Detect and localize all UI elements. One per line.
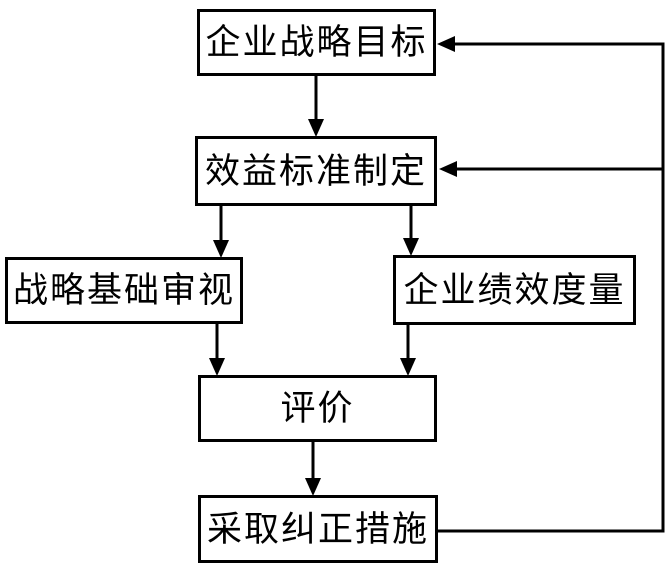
arrowhead-down-icon bbox=[305, 478, 321, 496]
node-label: 企业战略目标 bbox=[205, 23, 428, 62]
edge-goals-to-standards bbox=[308, 76, 324, 137]
edge-corrective-to-standards-feedback bbox=[439, 161, 663, 177]
node-enterprise-performance-measurement: 企业绩效度量 bbox=[393, 255, 636, 325]
edge-standards-to-review bbox=[213, 206, 229, 258]
edge-evaluation-to-corrective bbox=[305, 442, 321, 496]
node-evaluation: 评价 bbox=[198, 375, 437, 442]
node-take-corrective-measures: 采取纠正措施 bbox=[198, 495, 438, 563]
arrowhead-down-icon bbox=[308, 119, 324, 137]
node-benefit-standard-setting: 效益标准制定 bbox=[195, 136, 437, 206]
edge-standards-to-measurement bbox=[403, 206, 419, 256]
arrowhead-down-icon bbox=[400, 358, 416, 376]
node-label: 企业绩效度量 bbox=[403, 270, 626, 310]
edge-review-to-evaluation bbox=[209, 324, 225, 376]
edge-corrective-to-goals-feedback bbox=[437, 36, 665, 533]
arrowhead-left-icon bbox=[437, 36, 455, 52]
node-label: 效益标准制定 bbox=[204, 151, 427, 191]
edge-measurement-to-evaluation bbox=[400, 325, 416, 376]
node-label: 战略基础审视 bbox=[12, 271, 235, 310]
node-enterprise-strategic-goals: 企业战略目标 bbox=[197, 9, 436, 76]
node-label: 采取纠正措施 bbox=[206, 509, 429, 549]
arrowhead-left-icon bbox=[439, 161, 457, 177]
arrowhead-down-icon bbox=[209, 358, 225, 376]
node-strategic-basis-review: 战略基础审视 bbox=[5, 257, 243, 324]
node-label: 评价 bbox=[280, 389, 355, 428]
arrowhead-down-icon bbox=[213, 240, 229, 258]
arrowhead-down-icon bbox=[403, 238, 419, 256]
